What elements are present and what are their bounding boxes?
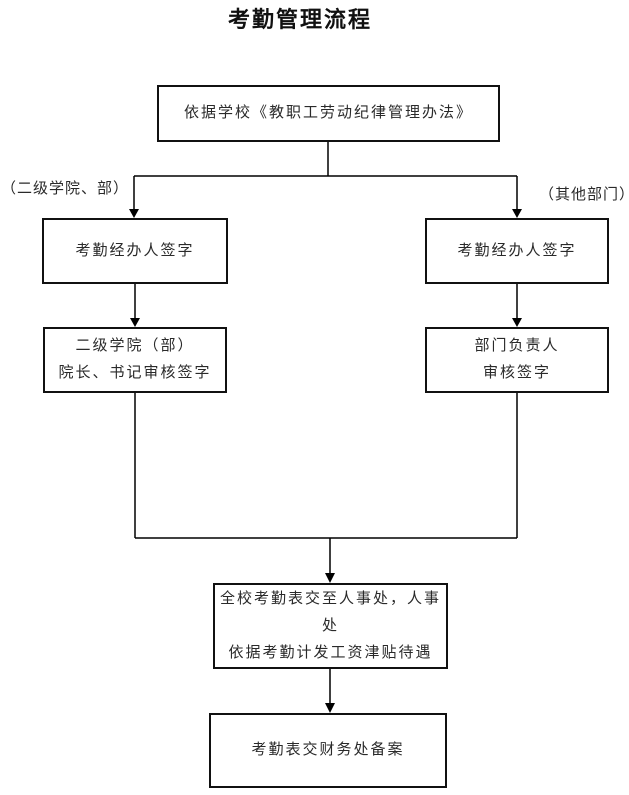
node-right-handler-sign: 考勤经办人签字 [425,218,609,284]
node-hr-office-line2: 依据考勤计发工资津贴待遇 [228,644,433,661]
node-left-handler-sign: 考勤经办人签字 [42,218,228,284]
node-department-review-line2: 审核签字 [482,365,551,381]
node-finance-filing: 考勤表交财务处备案 [209,713,447,788]
node-right-handler-sign-text: 考勤经办人签字 [457,242,577,259]
node-left-handler-sign-text: 考勤经办人签字 [75,242,195,259]
page-title: 考勤管理流程 [227,7,372,32]
branch-label-other-departments: （其他部门） [539,187,629,203]
node-college-review-sign: 二级学院（部） 院长、书记审核签字 [43,327,227,393]
node-department-review-line1: 部门负责人 [474,338,560,354]
node-hr-office-processing: 全校考勤表交至人事处，人事处 依据考勤计发工资津贴待遇 [213,583,448,669]
node-department-review-sign: 部门负责人 审核签字 [425,327,609,393]
node-policy-basis: 依据学校《教职工劳动纪律管理办法》 [157,85,500,142]
node-college-review-line2: 院长、书记审核签字 [58,365,212,381]
node-policy-basis-text: 依据学校《教职工劳动纪律管理办法》 [183,105,473,121]
node-finance-filing-text: 考勤表交财务处备案 [251,742,405,758]
node-hr-office-line1: 全校考勤表交至人事处，人事处 [219,590,441,634]
branch-label-secondary-colleges: （二级学院、部） [1,181,130,197]
node-college-review-line1: 二级学院（部） [75,338,195,354]
